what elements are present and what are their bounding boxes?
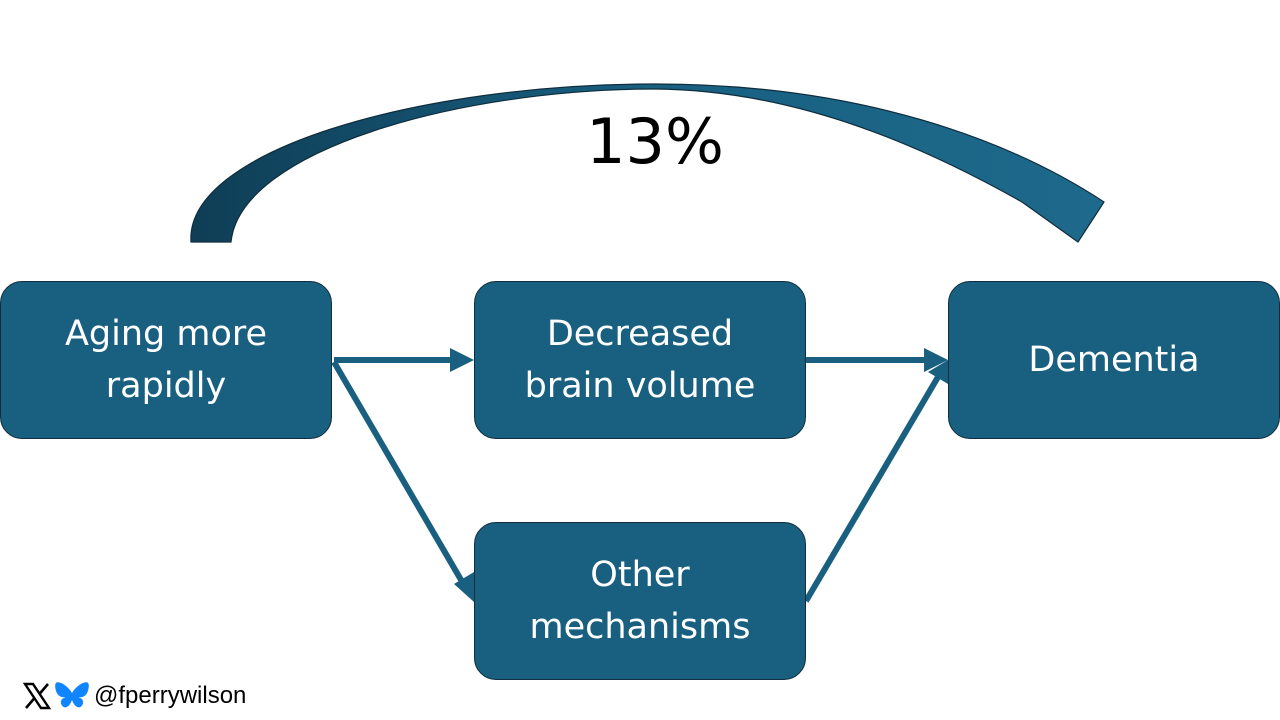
edge-aging-to-other (331, 360, 467, 587)
arrowhead-aging-to-brain (450, 348, 474, 372)
arrowhead-aging-to-other (454, 572, 474, 602)
node-other-label: Other mechanisms (529, 555, 751, 647)
node-other-mechanisms: Other mechanisms (474, 522, 806, 680)
arrowhead-brain-to-dementia (924, 348, 948, 372)
node-dementia: Dementia (948, 281, 1280, 439)
total-effect-curved-arrow (190, 83, 1105, 243)
x-logo-icon (22, 682, 52, 710)
node-aging-label: Aging more rapidly (64, 314, 268, 406)
bluesky-butterfly-icon (55, 682, 89, 708)
node-decreased-brain-volume: Decreased brain volume (474, 281, 806, 439)
node-aging-more-rapidly: Aging more rapidly (0, 281, 332, 439)
arrowhead-other-to-dementia (928, 360, 948, 384)
author-handle: @fperrywilson (94, 682, 247, 709)
node-dementia-label: Dementia (1028, 340, 1200, 380)
edge-other-to-dementia (803, 375, 941, 603)
effect-size-label: 13% (586, 105, 724, 178)
footer-social: @fperrywilson (22, 678, 246, 714)
node-brain-label: Decreased brain volume (524, 314, 756, 406)
